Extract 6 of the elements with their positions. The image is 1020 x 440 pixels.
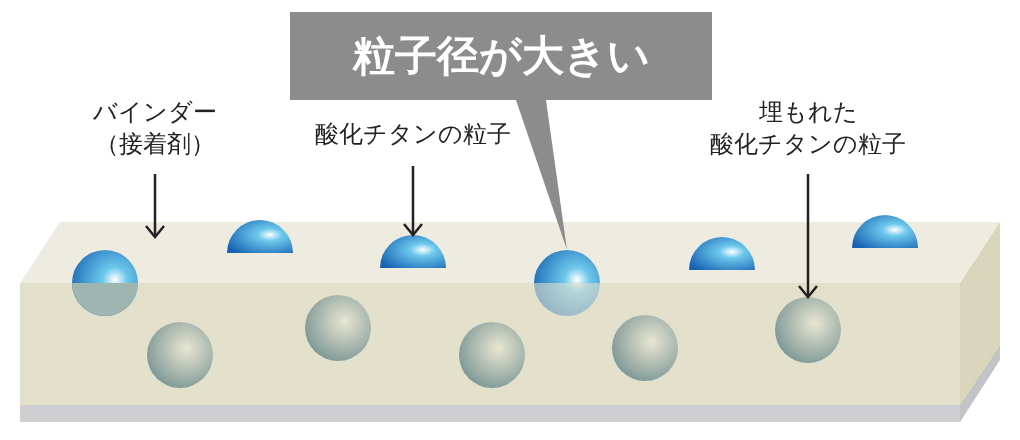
callout-pointer [516, 100, 567, 250]
arrow [144, 174, 166, 239]
arrow [402, 166, 424, 237]
arrow [797, 174, 819, 299]
annotation-text: 酸化チタンの粒子 [283, 118, 543, 150]
annotation-text: バインダー（接着剤） [55, 96, 255, 160]
